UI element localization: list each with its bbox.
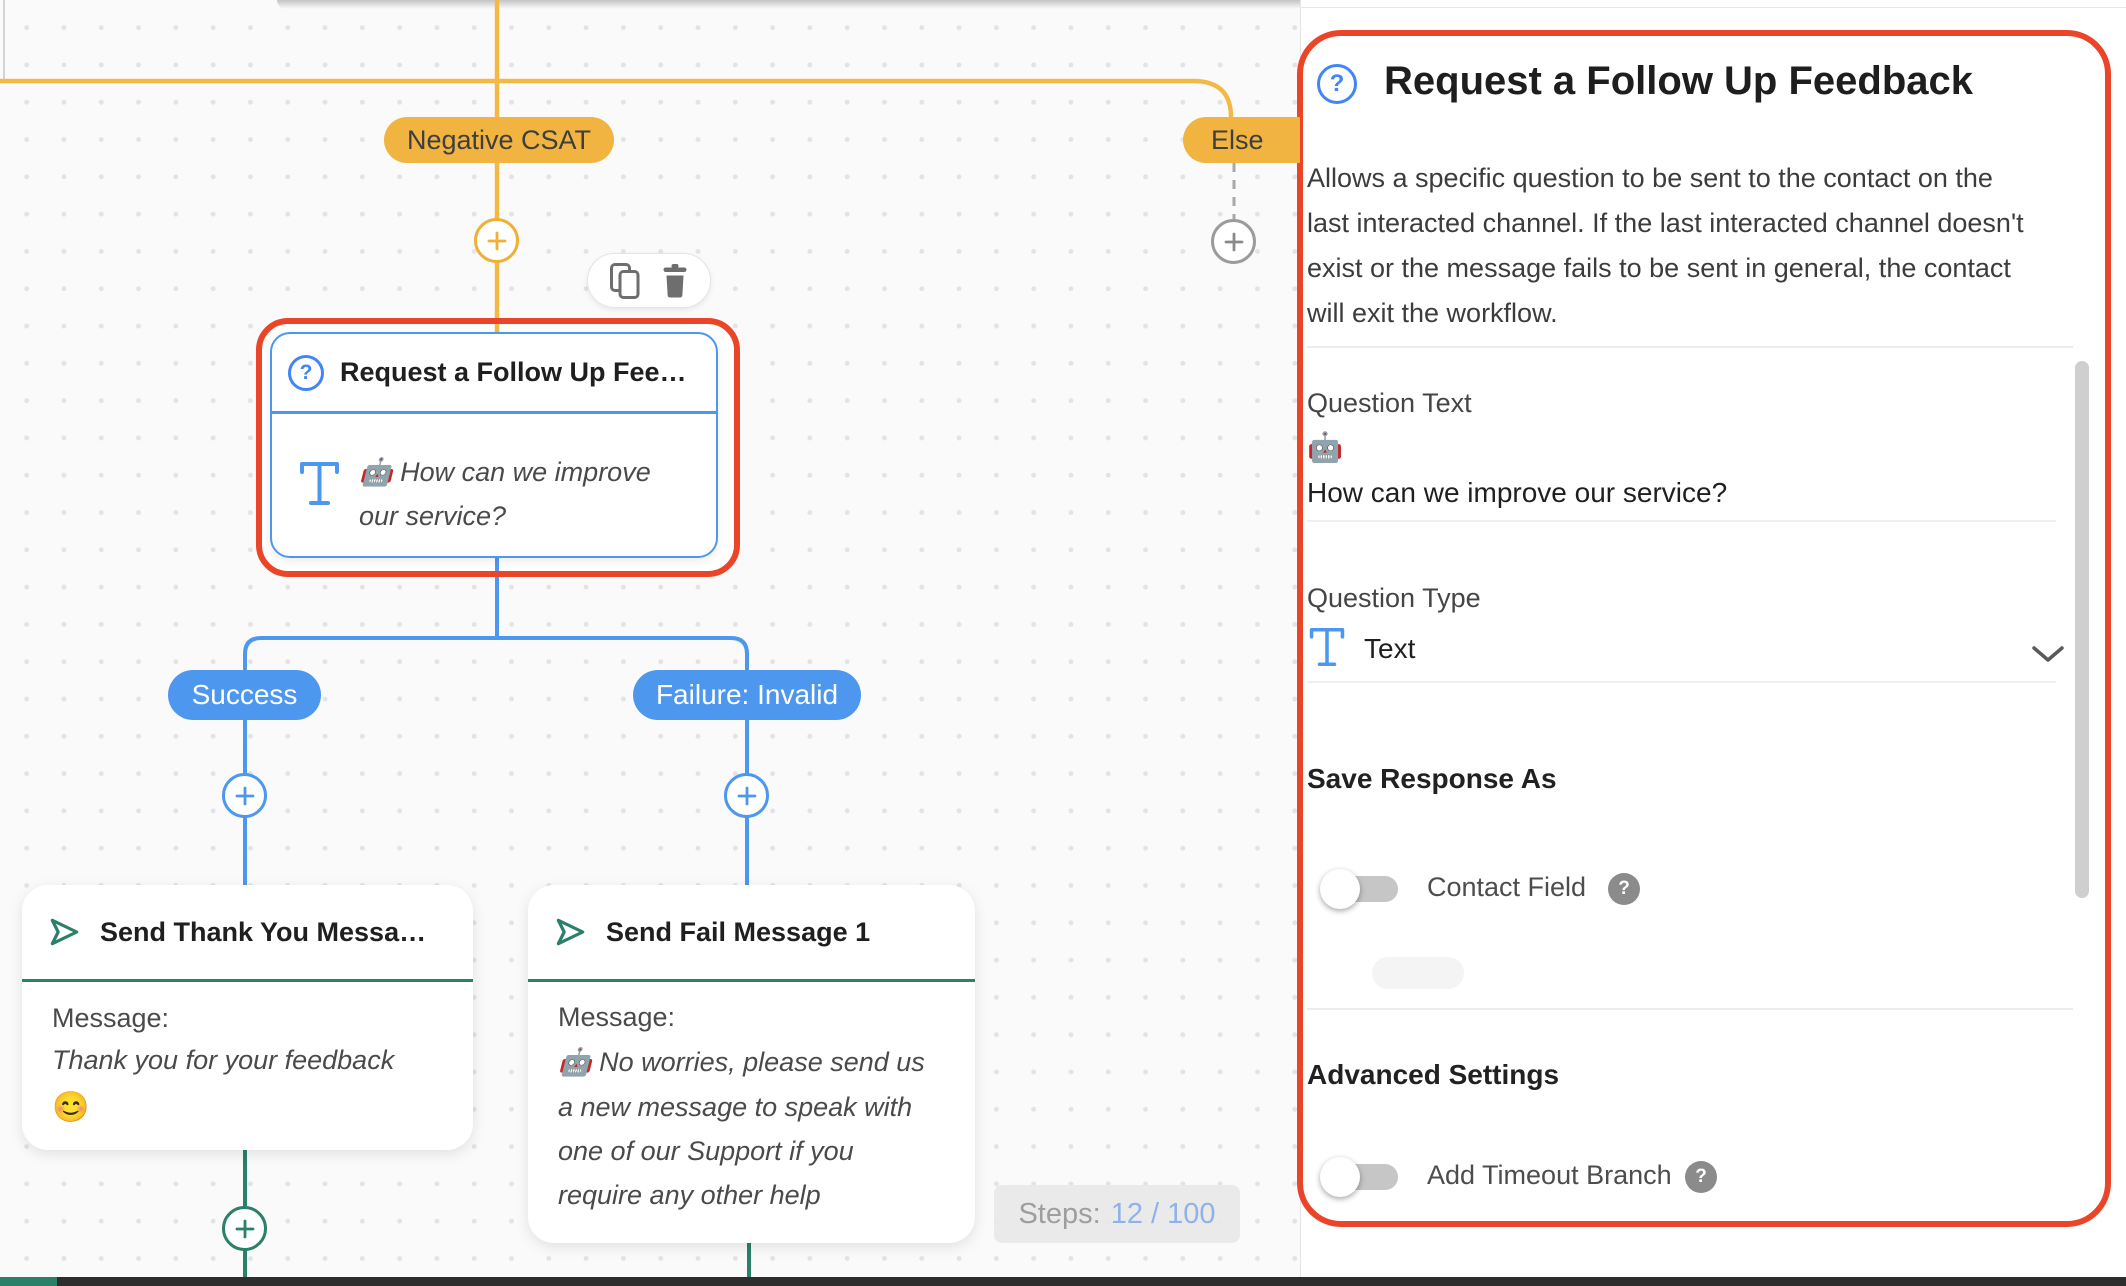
add-timeout-branch-toggle[interactable] (1320, 1155, 1398, 1199)
question-mark-glyph: ? (1618, 878, 1630, 899)
branch-badge-failure-invalid[interactable]: Failure: Invalid (633, 670, 861, 720)
message-text-line: 🤖 No worries, please send us (558, 1047, 925, 1077)
node-header: Send Fail Message 1 (528, 885, 975, 979)
node-header: ? Request a Follow Up Fee… (272, 334, 716, 411)
panel-scrollbar[interactable] (2075, 361, 2089, 898)
send-message-icon (556, 918, 585, 946)
add-step-button-failure-branch[interactable] (724, 773, 769, 818)
message-text: Thank you for your feedback (52, 1044, 395, 1075)
copy-icon[interactable] (609, 262, 641, 300)
node-title: Send Thank You Messa… (100, 916, 427, 947)
node-question-preview-line2: our service? (359, 500, 507, 531)
message-text-line: require any other help (558, 1179, 821, 1210)
bottom-edge-bar (0, 1277, 2126, 1286)
branch-label: Negative CSAT (406, 124, 592, 155)
node-settings-panel (1300, 0, 2126, 1286)
branch-badge-else[interactable]: Else (1183, 117, 1300, 163)
node-header-divider (528, 979, 975, 982)
plus-icon (235, 786, 254, 805)
contact-field-help-icon[interactable]: ? (1608, 873, 1640, 905)
blue-wires (243, 556, 749, 885)
selected-node-ring (256, 318, 740, 577)
node-question-preview-line1: 🤖 How can we improve (359, 457, 651, 487)
trash-icon[interactable] (661, 263, 689, 299)
node-header-divider (272, 411, 716, 414)
section-divider (1307, 1008, 2073, 1010)
question-mark-glyph: ? (299, 360, 313, 384)
send-message-icon (50, 918, 79, 946)
plus-icon (1224, 232, 1243, 251)
question-text-emoji[interactable]: 🤖 (1307, 432, 1344, 464)
plus-icon (737, 786, 756, 805)
toggle-knob (1320, 869, 1360, 909)
steps-counter: Steps: 12 / 100 (994, 1185, 1240, 1243)
text-type-icon (1309, 627, 1345, 666)
section-divider (1307, 346, 2073, 348)
branch-label: Success (191, 679, 298, 710)
node-header-divider (22, 979, 473, 982)
node-send-fail-message[interactable]: Send Fail Message 1 Message: 🤖 No worrie… (528, 885, 975, 1243)
field-divider (1307, 681, 2056, 683)
branch-badge-success[interactable]: Success (168, 670, 321, 720)
message-text-line: a new message to speak with (558, 1091, 913, 1122)
branch-label: Failure: Invalid (655, 679, 839, 710)
add-step-button-negative-branch[interactable] (474, 218, 519, 263)
add-timeout-branch-label: Add Timeout Branch (1427, 1160, 1672, 1190)
steps-label: Steps: (1018, 1197, 1101, 1230)
ask-question-icon: ? (288, 354, 324, 391)
toggle-hover-smudge (1372, 957, 1464, 989)
timeout-branch-help-icon[interactable]: ? (1685, 1161, 1717, 1193)
message-text-line: one of our Support if you (558, 1135, 854, 1166)
node-title: Request a Follow Up Fee… (340, 357, 687, 387)
panel-description-line: exist or the message fails to be sent in… (1307, 253, 2011, 283)
question-text-value[interactable]: How can we improve our service? (1307, 477, 1728, 508)
message-label: Message: (52, 1002, 170, 1033)
canvas-left-edge (3, 0, 5, 80)
branch-label: Else (1211, 124, 1264, 155)
toggle-knob (1320, 1157, 1360, 1197)
workflow-canvas[interactable]: Negative CSAT Else Success Failure: Inva… (0, 0, 1300, 1286)
panel-description-line: last interacted channel. If the last int… (1307, 208, 2024, 238)
add-step-button-else-branch[interactable] (1211, 219, 1256, 264)
ask-question-icon: ? (1317, 64, 1357, 104)
panel-title: Request a Follow Up Feedback (1384, 59, 1974, 103)
branch-badge-negative-csat[interactable]: Negative CSAT (384, 117, 614, 163)
question-type-value: Text (1364, 633, 1416, 664)
text-type-icon (300, 462, 339, 505)
node-actions-toolbar (587, 253, 711, 308)
bottom-edge-teal-segment (0, 1277, 57, 1286)
panel-selection-ring (1297, 30, 2111, 1227)
contact-field-toggle[interactable] (1320, 867, 1398, 911)
question-mark-glyph: ? (1695, 1166, 1707, 1187)
question-type-dropdown[interactable]: Text (1307, 624, 2067, 680)
node-title: Send Fail Message 1 (606, 916, 871, 947)
panel-description-line: will exit the workflow. (1307, 298, 1558, 328)
node-header: Send Thank You Messa… (22, 885, 473, 979)
add-step-button-success-branch[interactable] (222, 773, 267, 818)
question-text-label: Question Text (1307, 388, 1472, 418)
plus-icon (235, 1219, 254, 1238)
panel-top-hairline (1300, 7, 2126, 8)
steps-value: 12 / 100 (1110, 1197, 1216, 1230)
message-emoji: 😊 (52, 1090, 90, 1124)
node-send-thank-you-message[interactable]: Send Thank You Messa… Message: Thank you… (22, 885, 473, 1150)
contact-field-label: Contact Field (1427, 872, 1587, 902)
advanced-settings-heading: Advanced Settings (1307, 1059, 1560, 1090)
add-step-button-after-thank-you[interactable] (222, 1206, 267, 1251)
plus-icon (487, 231, 506, 250)
save-response-heading: Save Response As (1307, 763, 1557, 794)
panel-description-line: Allows a specific question to be sent to… (1307, 163, 1993, 193)
message-label: Message: (558, 1001, 676, 1032)
question-mark-glyph: ? (1329, 70, 1345, 97)
chevron-down-icon (2032, 646, 2064, 662)
question-type-label: Question Type (1307, 583, 1481, 613)
node-request-follow-up-feedback[interactable]: ? Request a Follow Up Fee… 🤖 How can we … (270, 332, 718, 558)
field-divider (1307, 520, 2056, 522)
top-toolbar-shadow (277, 0, 1300, 9)
